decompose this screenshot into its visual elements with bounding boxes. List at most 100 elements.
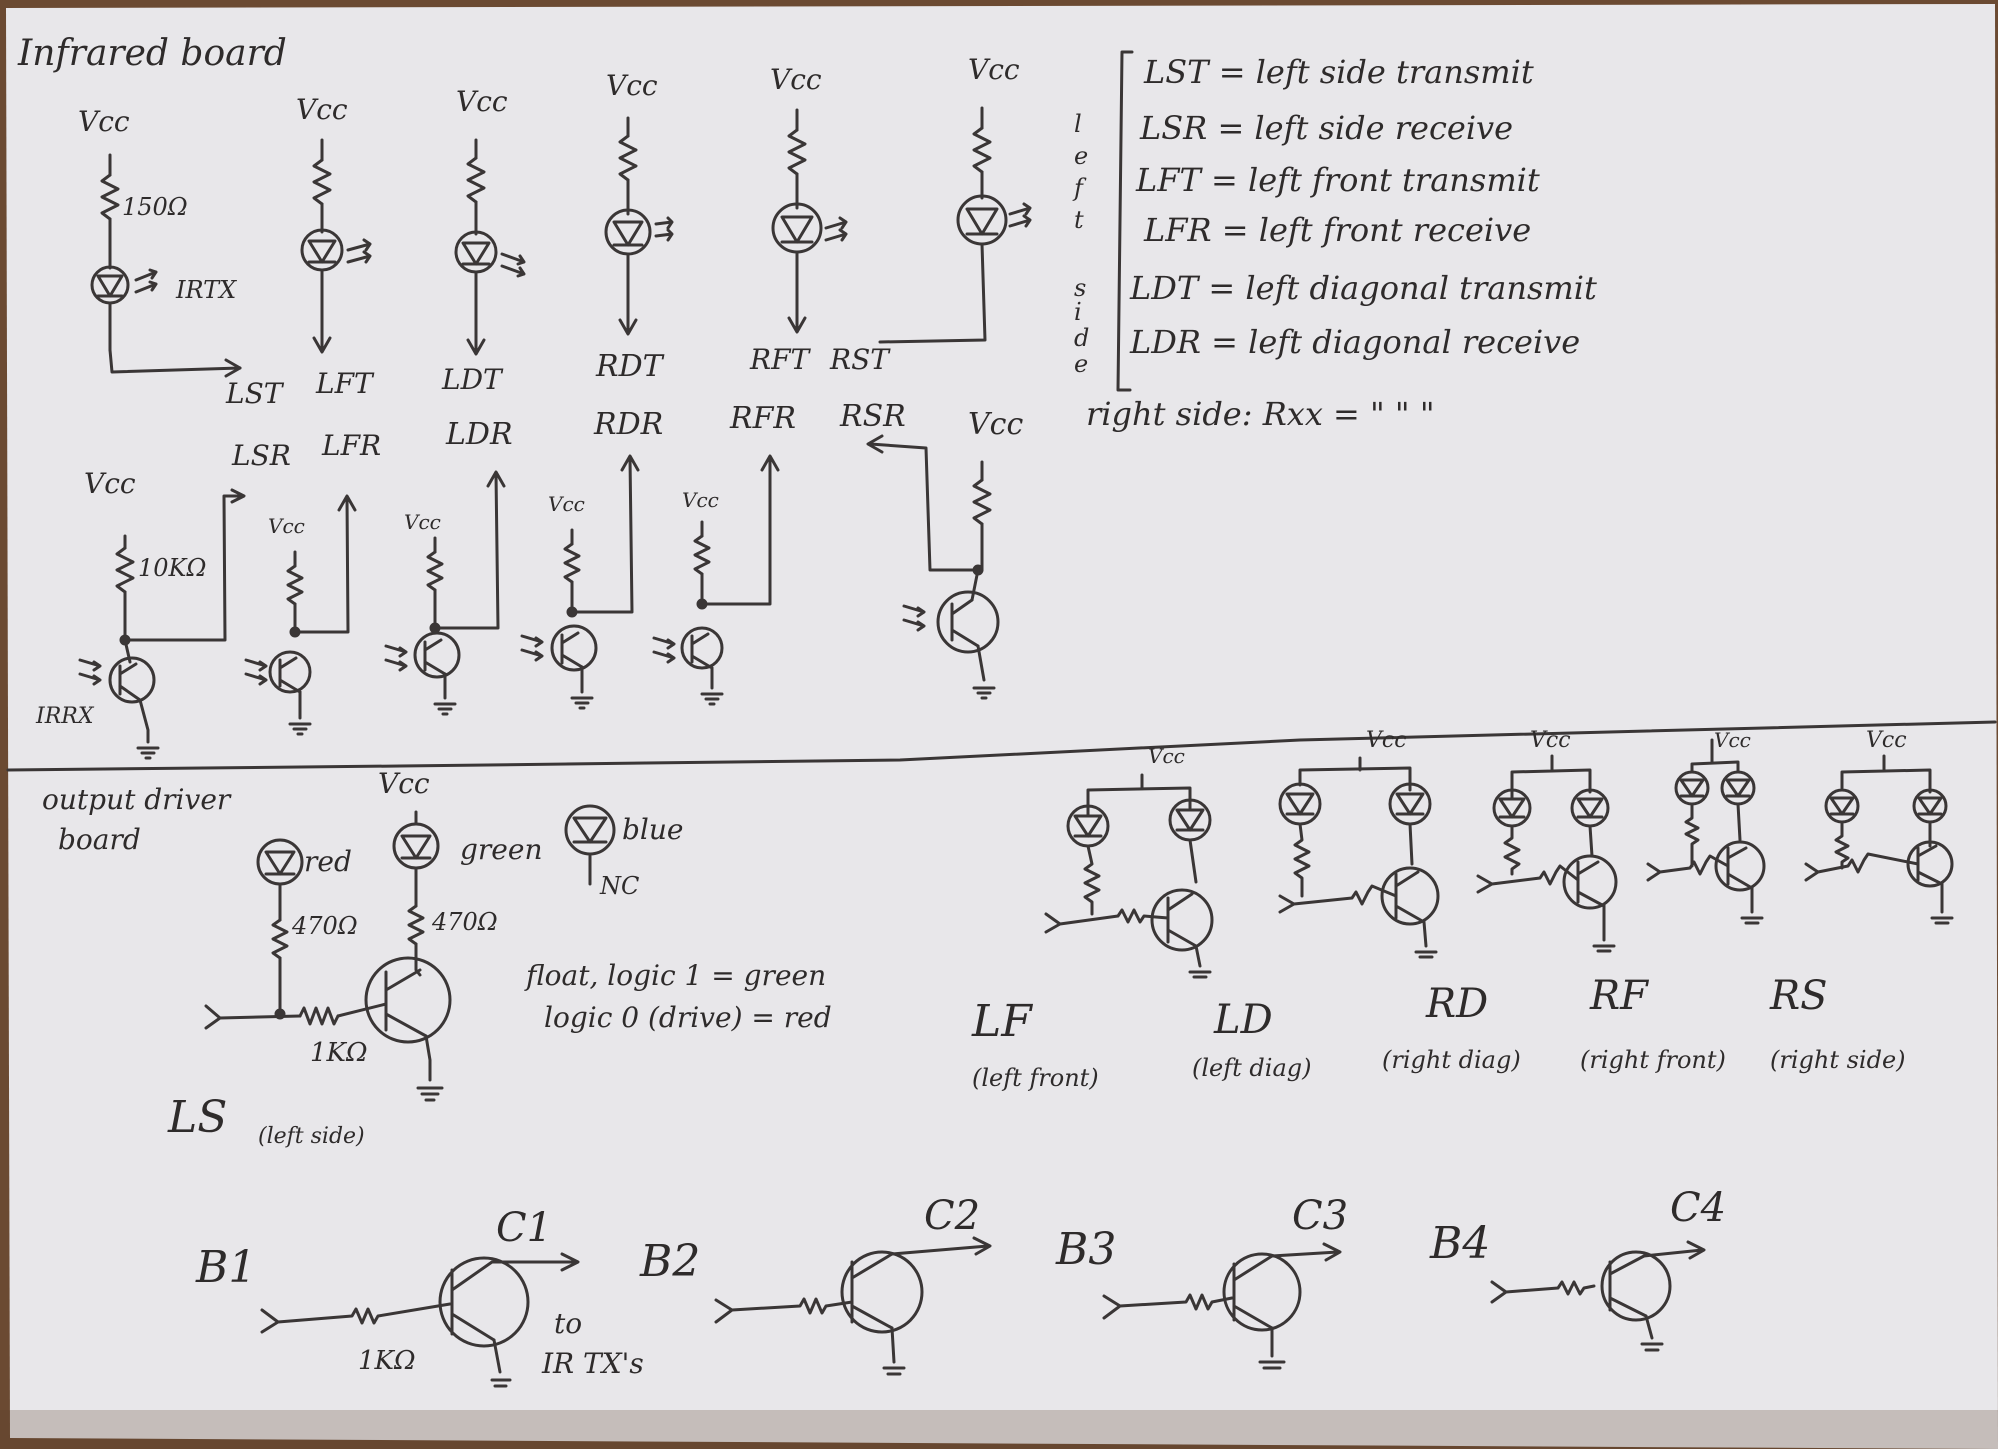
section-divider — [6, 720, 1997, 772]
legend-item: LST = left side transmit — [1144, 53, 1534, 91]
ir-tx-circuit-4 — [604, 116, 674, 336]
vcc-label: Vcc — [78, 105, 130, 138]
ir-tx-circuit-5 — [771, 108, 848, 334]
nc-label: NC — [600, 872, 640, 900]
net-label: RDT — [596, 349, 663, 384]
net-label: RST — [830, 343, 889, 376]
output-driver-circuit — [204, 804, 616, 1102]
net-label: LFR — [322, 429, 382, 462]
group-code: LF — [972, 996, 1032, 1047]
green-label: green — [460, 833, 543, 866]
net-label: RFT — [750, 343, 810, 376]
ir-rx-circuit-6 — [866, 434, 1000, 700]
vcc-label: Vcc — [1530, 728, 1571, 753]
output-board-title: output driver — [42, 783, 231, 816]
vcc-label: Vcc — [968, 407, 1024, 442]
vcc-label: Vcc — [548, 492, 585, 516]
legend-item: LDR = left diagonal receive — [1130, 323, 1581, 361]
to-note: IR TX's — [542, 1347, 644, 1380]
collector-label: C1 — [496, 1205, 553, 1251]
net-label: LDT — [442, 363, 502, 396]
group-desc: (left front) — [972, 1064, 1099, 1092]
net-label: RFR — [730, 401, 796, 436]
legend-item: LFR = left front receive — [1144, 211, 1532, 249]
resistor-1k-label: 1KΩ — [358, 1346, 416, 1376]
base-label: B4 — [1430, 1218, 1491, 1269]
resistor-470-label: 470Ω — [292, 912, 358, 940]
vcc-label: Vcc — [268, 514, 305, 538]
led-groups — [1044, 738, 1954, 979]
irtx-label: IRTX — [176, 276, 237, 304]
brace-letter: s — [1074, 274, 1087, 302]
vcc-label: Vcc — [968, 53, 1020, 86]
group-code: RF — [1590, 973, 1648, 1019]
base-label: B1 — [196, 1242, 257, 1293]
vcc-label: Vcc — [296, 93, 348, 126]
vcc-label: Vcc — [84, 467, 136, 500]
group-desc: (left diag) — [1192, 1054, 1312, 1082]
net-label: RDR — [594, 407, 664, 442]
red-label: red — [304, 845, 352, 878]
brace-letter: e — [1074, 350, 1089, 378]
vcc-label: Vcc — [404, 510, 441, 534]
group-code: RS — [1770, 973, 1828, 1019]
net-label: LFT — [316, 367, 373, 400]
net-label: LDR — [446, 417, 513, 452]
collector-label: C4 — [1670, 1185, 1727, 1231]
vcc-label: Vcc — [1866, 728, 1907, 753]
brace-letter: i — [1074, 298, 1082, 326]
group-desc: (right front) — [1580, 1046, 1726, 1074]
ir-tx-circuit-3 — [454, 138, 526, 356]
legend-item: LFT = left front transmit — [1136, 161, 1540, 199]
ir-rx-circuit-2 — [244, 494, 357, 736]
paper — [6, 4, 1998, 1449]
vcc-label: Vcc — [1366, 728, 1407, 753]
blue-label: blue — [622, 813, 684, 846]
base-label: B2 — [640, 1236, 701, 1287]
ir-rx-circuit-1 — [78, 488, 246, 760]
ir-tx-circuit-6 — [878, 106, 1032, 344]
group-desc: (right diag) — [1382, 1046, 1521, 1074]
brace-letter: d — [1074, 324, 1090, 352]
resistor-10k-label: 10KΩ — [138, 554, 207, 582]
ir-tx-circuit-2 — [300, 138, 372, 354]
infrared-board-title: Infrared board — [18, 33, 287, 74]
shadow-bottom — [0, 1410, 1998, 1449]
vcc-label: Vcc — [1714, 728, 1751, 752]
base-label: B3 — [1056, 1224, 1117, 1275]
irrx-label: IRRX — [36, 704, 94, 729]
ir-transmitter-row — [90, 106, 1032, 378]
brace-letter: e — [1074, 142, 1089, 170]
ir-receiver-row — [78, 434, 1000, 760]
vcc-label: Vcc — [606, 69, 658, 102]
group-desc: (right side) — [1770, 1046, 1906, 1074]
vcc-label: Vcc — [770, 63, 822, 96]
collector-label: C3 — [1292, 1193, 1349, 1239]
brace-letter: t — [1074, 206, 1084, 234]
group-code: RD — [1426, 981, 1489, 1027]
brace-letter: f — [1074, 174, 1083, 202]
resistor-470-label: 470Ω — [432, 908, 498, 936]
vcc-label: Vcc — [456, 85, 508, 118]
group-code: LD — [1214, 997, 1273, 1043]
legend-bracket — [1116, 50, 1134, 392]
driver-transistors — [260, 1236, 1706, 1388]
vcc-label: Vcc — [378, 767, 430, 800]
net-label: LSR — [232, 439, 291, 472]
logic-note: logic 0 (drive) = red — [544, 1001, 832, 1034]
right-side-note: right side: Rxx = " " " — [1086, 395, 1435, 433]
net-label: LST — [226, 377, 283, 410]
ls-desc: (left side) — [258, 1124, 365, 1149]
legend-item: LDT = left diagonal transmit — [1130, 269, 1597, 307]
ls-label: LS — [168, 1092, 228, 1143]
brace-letter: l — [1074, 110, 1082, 138]
ir-rx-circuit-5 — [652, 454, 780, 706]
output-board-title: board — [58, 823, 141, 856]
ir-rx-circuit-3 — [384, 470, 506, 716]
net-label: RSR — [840, 399, 906, 434]
resistor-1k-label: 1KΩ — [310, 1038, 368, 1068]
vcc-label: Vcc — [682, 488, 719, 512]
vcc-label: Vcc — [1148, 744, 1185, 768]
